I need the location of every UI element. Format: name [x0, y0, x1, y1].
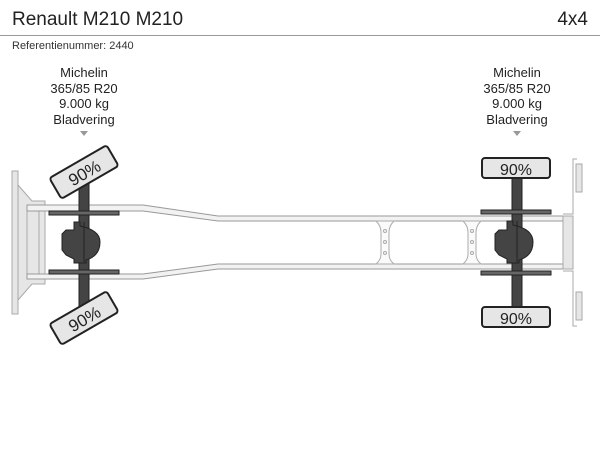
axle-tire-size: 365/85 R20 — [483, 80, 551, 96]
front-axle-info: Michelin 365/85 R20 9.000 kg Bladvering — [24, 65, 144, 127]
axle-suspension: Bladvering — [486, 111, 548, 127]
reference-number: Referentienummer: 2440 — [12, 40, 134, 52]
front-axle — [48, 177, 120, 311]
crossmember — [374, 220, 483, 265]
rear-bumper — [562, 158, 583, 327]
rear-axle — [480, 177, 552, 309]
axle-brand: Michelin — [60, 65, 108, 80]
axle-load: 9.000 kg — [492, 96, 542, 111]
frame-rails — [26, 204, 571, 280]
tire-tread: 90% — [500, 311, 532, 328]
axle-marker-icon — [513, 131, 521, 136]
tire-rear-left: 90% — [481, 157, 551, 179]
rear-axle-info: Michelin 365/85 R20 9.000 kg Bladvering — [457, 65, 577, 127]
vehicle-title: Renault M210 M210 — [12, 9, 184, 30]
tire-rear-right: 90% — [481, 306, 551, 328]
axle-suspension: Bladvering — [53, 111, 115, 127]
axle-tire-size: 365/85 R20 — [50, 80, 118, 96]
divider — [0, 35, 600, 36]
axle-marker-icon — [80, 131, 88, 136]
front-bumper — [11, 170, 46, 315]
axle-configuration: 4x4 — [557, 9, 588, 30]
axle-brand: Michelin — [493, 65, 541, 80]
tire-tread: 90% — [500, 162, 532, 179]
axle-load: 9.000 kg — [59, 96, 109, 111]
